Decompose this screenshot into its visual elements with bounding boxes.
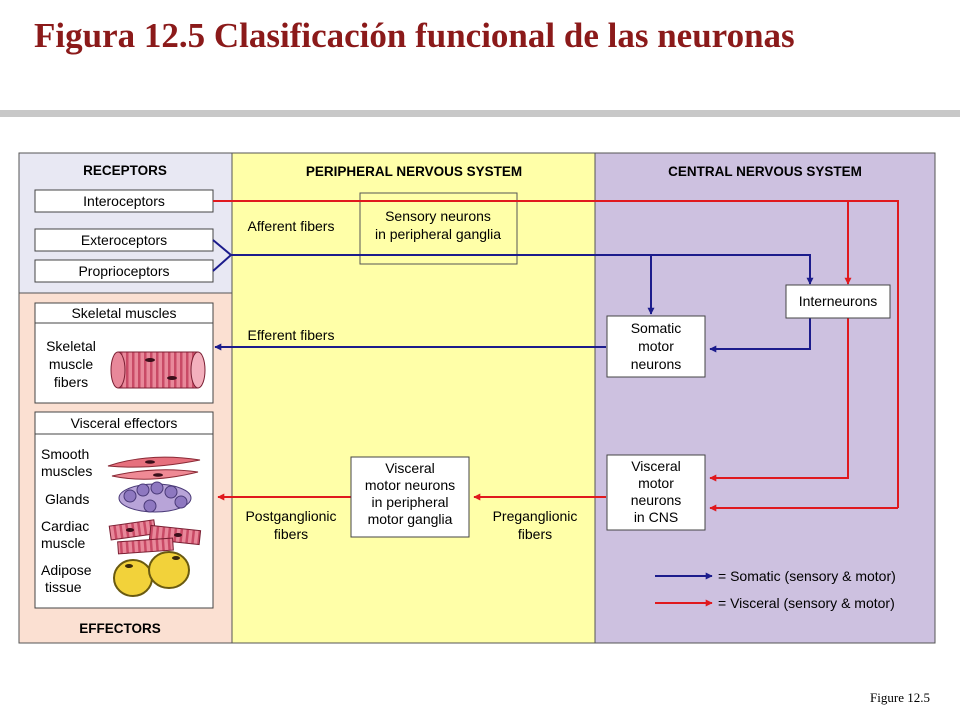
adipose-tissue-illustration [113,551,190,597]
effectors-header: EFFECTORS [79,621,161,636]
adipose-tissue-label-2: tissue [45,579,82,595]
proprioceptor-afferent-line [212,254,232,272]
cardiac-muscle-label-1: Cardiac [41,518,89,534]
gland-illustration [118,481,192,513]
preganglionic-label-1: Preganglionic [493,508,578,524]
glands-label: Glands [45,491,89,507]
cardiac-muscle-illustration [108,519,202,555]
visceral-motor-cns-label-1: Visceral [631,458,681,474]
exteroceptor-afferent-line [212,239,232,256]
somatic-motor-box [606,315,706,378]
adipose-tissue-label-1: Adipose [41,562,92,578]
sensory-neurons-box [359,192,518,265]
postganglionic-label-2: fibers [274,526,308,542]
figure-caption: Figure 12.5 [870,690,930,705]
visceral-afferent-line [213,200,899,508]
ganglia-motor-neurons-box [350,456,470,538]
sensory-neurons-label-2: in peripheral ganglia [375,226,501,242]
smooth-muscle-illustration [107,456,201,480]
skeletal-muscles-title: Skeletal muscles [71,305,176,321]
sensory-neurons-label-1: Sensory neurons [385,208,491,224]
interoceptors-label: Interoceptors [83,193,165,209]
visceral-motor-cns-box [606,454,706,531]
receptors-header: RECEPTORS [83,163,167,178]
ganglia-motor-label-1: Visceral [385,460,435,476]
visceral-motor-cns-label-3: neurons [631,492,682,508]
exteroceptors-label: Exteroceptors [81,232,167,248]
visceral-motor-cns-label-4: in CNS [634,509,678,525]
pns-header: PERIPHERAL NERVOUS SYSTEM [306,164,522,179]
interneurons-label: Interneurons [799,293,878,309]
efferent-fibers-label: Efferent fibers [248,327,335,343]
somatic-motor-label-1: Somatic [631,320,682,336]
interneurons-to-visceral-motor-arrow [709,318,849,482]
cns-header: CENTRAL NERVOUS SYSTEM [668,164,862,179]
slide-title: Figura 12.5 Clasificación funcional de l… [34,16,795,55]
interneurons-box [785,284,891,319]
ganglia-motor-label-2: motor neurons [365,477,455,493]
preganglionic-label-2: fibers [518,526,552,542]
cns-panel [594,152,936,644]
afferent-label-bg [238,214,344,236]
proprioceptors-label: Proprioceptors [78,263,169,279]
somatic-motor-label-3: neurons [631,356,682,372]
skeletal-fibers-label-1: Skeletal [46,338,96,354]
skeletal-fibers-label-2: muscle [49,356,94,372]
visceral-motor-cns-label-2: motor [638,475,674,491]
smooth-muscles-label-2: muscles [41,463,92,479]
interneurons-to-somatic-motor-arrow [709,318,811,353]
afferent-fibers-label: Afferent fibers [248,218,335,234]
postganglionic-label-1: Postganglionic [245,508,336,524]
ganglia-motor-label-3: in peripheral [371,494,448,510]
ganglia-motor-label-4: motor ganglia [368,511,453,527]
legend-visceral-label: = Visceral (sensory & motor) [718,595,895,611]
cardiac-muscle-label-2: muscle [41,535,86,551]
smooth-muscles-label-1: Smooth [41,446,89,462]
legend-somatic-label: = Somatic (sensory & motor) [718,568,896,584]
somatic-afferent-line [231,254,814,285]
skeletal-muscle-fiber-illustration [110,351,206,389]
title-divider [0,110,960,117]
skeletal-fibers-label-3: fibers [54,374,88,390]
somatic-motor-label-2: motor [638,338,674,354]
visceral-effectors-title: Visceral effectors [71,415,178,431]
